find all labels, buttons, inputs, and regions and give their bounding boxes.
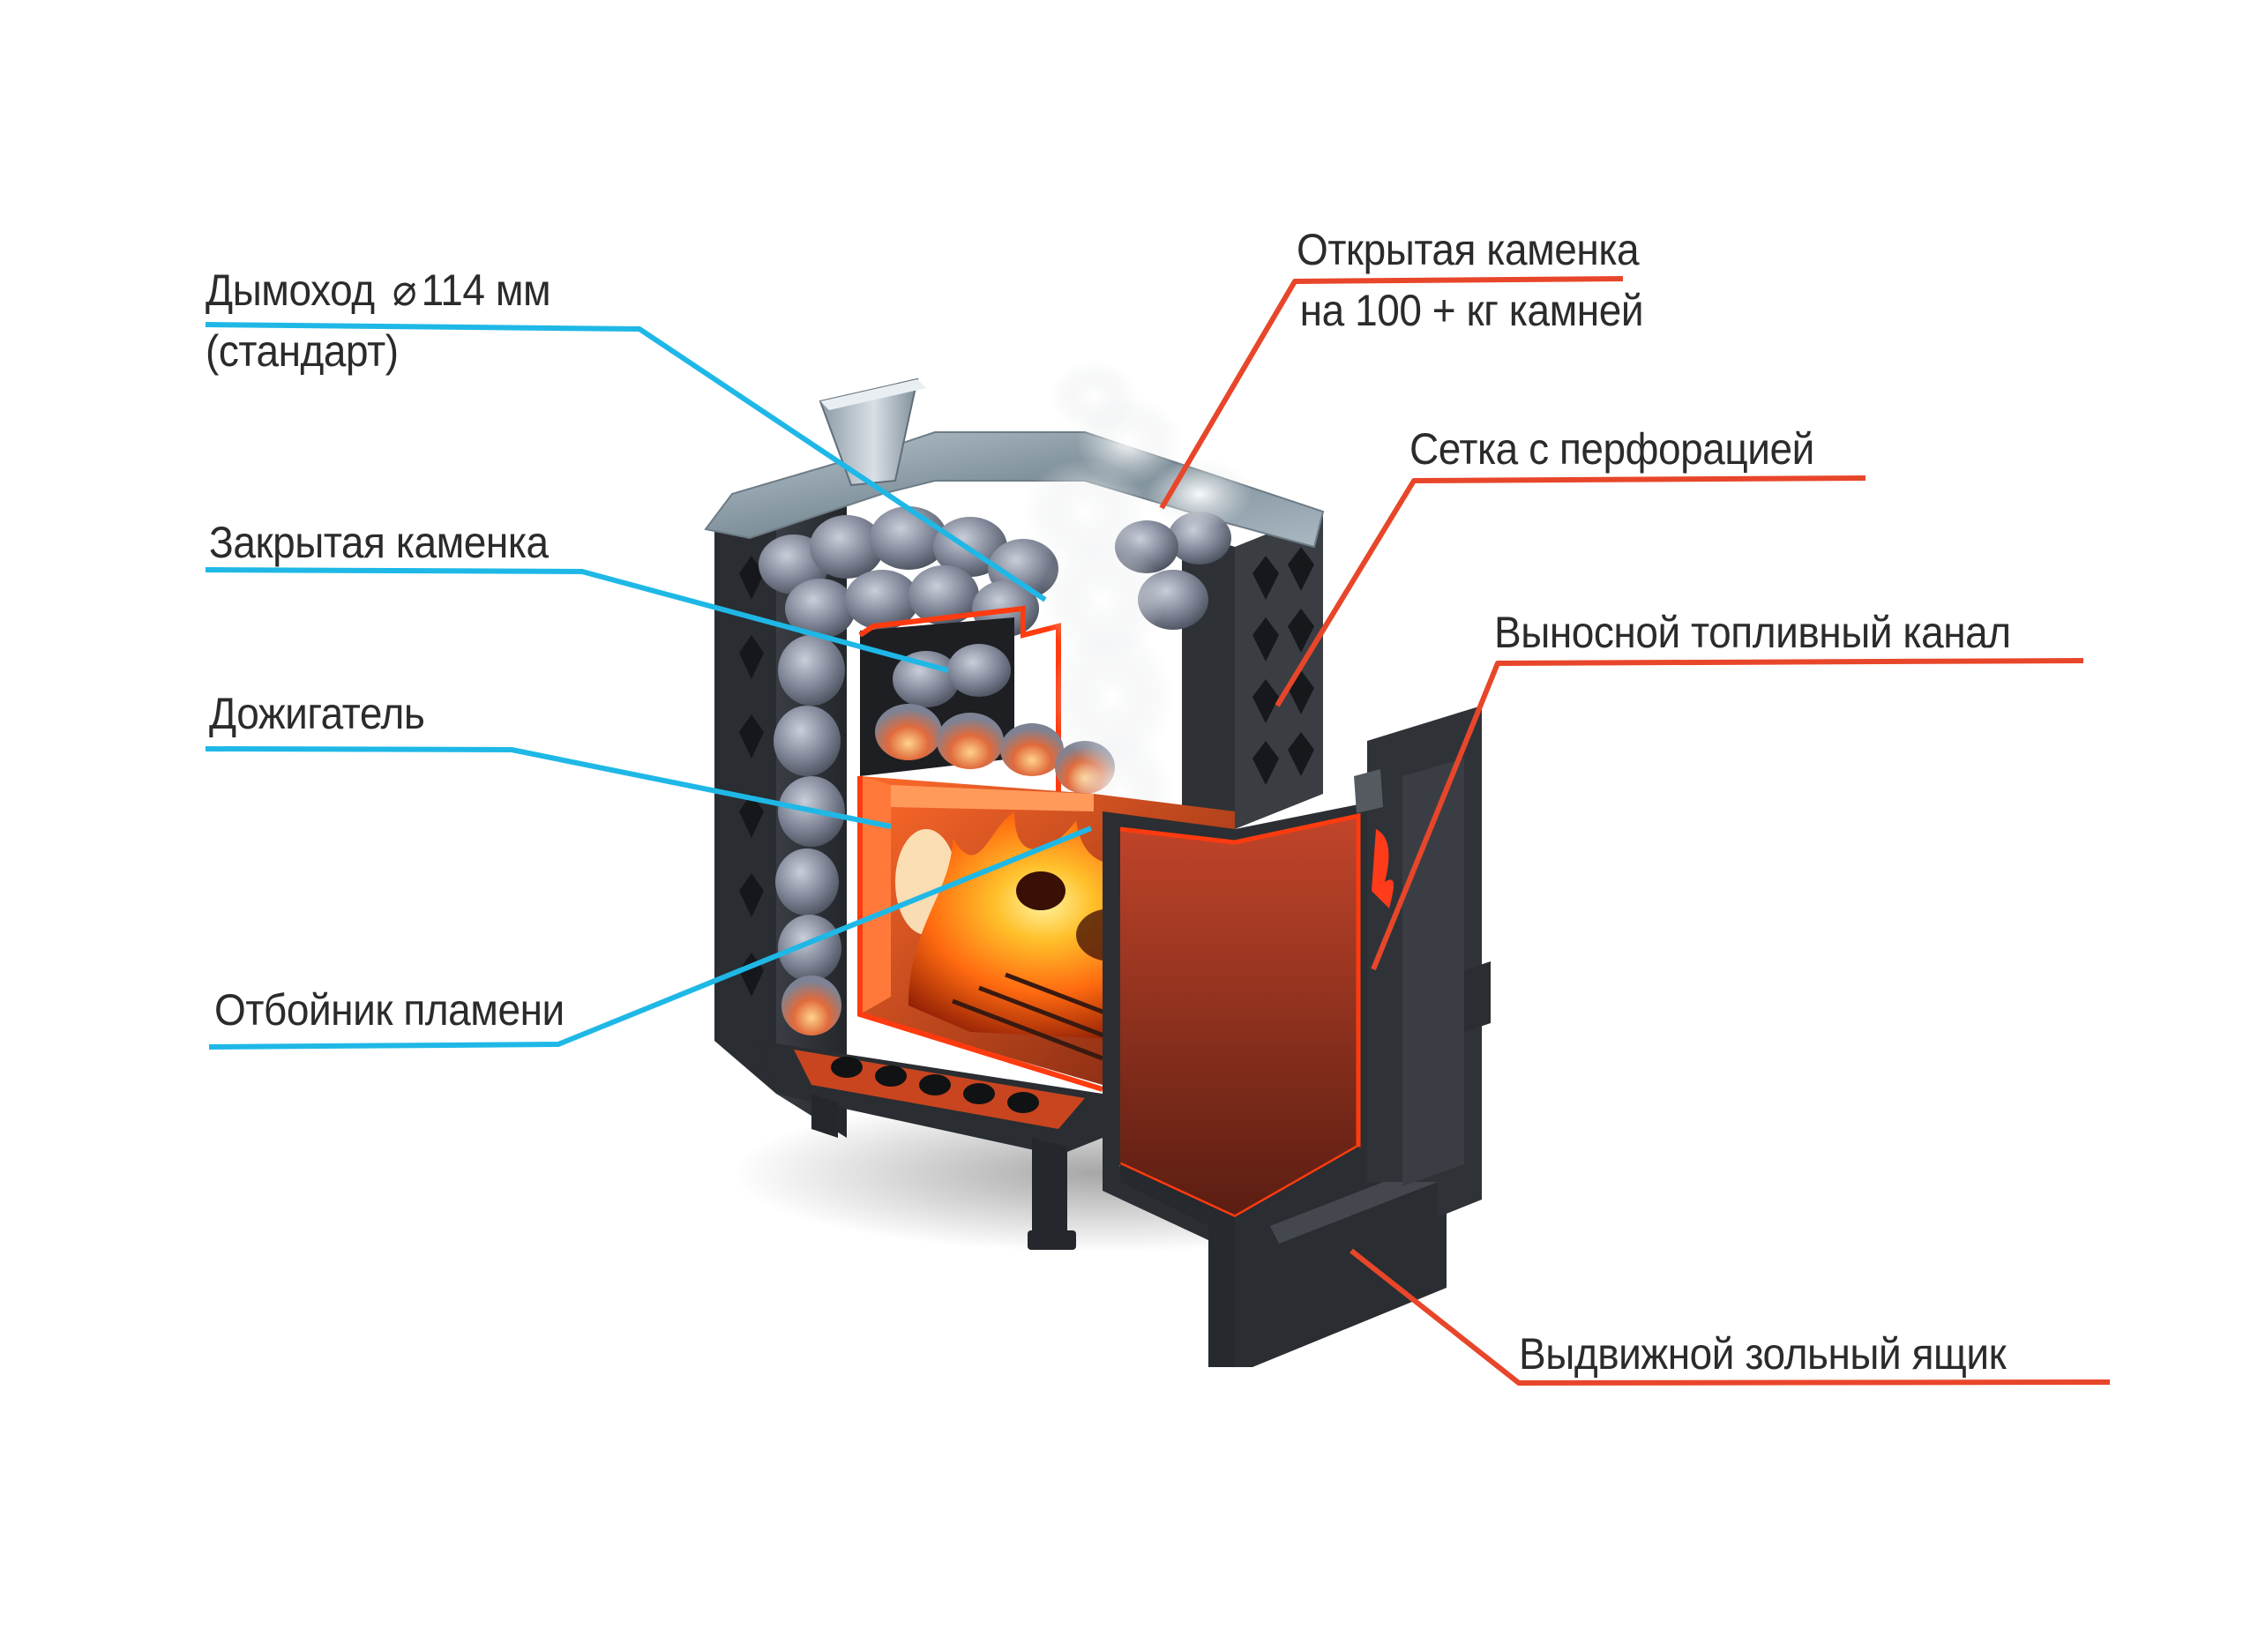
label-perforated-mesh: Сетка с перфорацией: [1409, 425, 1814, 474]
leader-lines-left: [205, 322, 1093, 1050]
leader-open-heater: [1159, 276, 1624, 510]
leader-chimney: [205, 322, 1047, 602]
label-ash-drawer: Выдвижной зольный ящик: [1519, 1329, 2007, 1379]
feet: [811, 1094, 1076, 1250]
label-open-heater-line1: Открытая каменка: [1297, 225, 1640, 274]
leader-afterburner: [205, 746, 892, 829]
label-open-heater: Открытая каменка на 100 + кг камней: [1297, 225, 1644, 335]
chimney-pipe: [819, 377, 926, 487]
fuel-channel: [1103, 803, 1447, 1367]
label-chimney-name: Дымоход: [206, 265, 375, 315]
log: [1016, 871, 1065, 910]
label-flame-deflector-text: Отбойник пламени: [214, 985, 564, 1035]
label-afterburner: Дожигатель: [209, 689, 425, 738]
label-open-heater-line2: на 100 + кг камней: [1299, 286, 1644, 335]
brand-plate: [1354, 769, 1383, 813]
label-chimney: Дымоход ⌀114 мм (стандарт): [206, 265, 551, 376]
leader-flame-deflector: [208, 826, 1093, 1050]
label-fuel-channel: Выносной топливный канал: [1494, 609, 2011, 657]
perforated-mesh-panel: [1182, 512, 1323, 847]
steam-plume: [1023, 362, 1252, 856]
label-perforated-mesh-text: Сетка с перфорацией: [1409, 424, 1814, 474]
leader-perforated-mesh: [1275, 475, 1866, 707]
label-chimney-size: 114 мм: [421, 265, 551, 315]
label-fuel-channel-text: Выносной топливный канал: [1494, 608, 2011, 657]
diameter-symbol: ⌀: [392, 265, 417, 315]
stones-left-column: [774, 635, 845, 1035]
ash-base: [759, 1041, 1103, 1155]
label-closed-heater-text: Закрытая каменка: [209, 518, 549, 567]
perforation-left: [739, 556, 764, 997]
fuel-door: [1354, 706, 1491, 1217]
label-closed-heater: Закрытая каменка: [209, 519, 549, 567]
label-chimney-line1: Дымоход ⌀114 мм: [206, 265, 551, 315]
leader-ash-drawer: [1350, 1248, 2111, 1386]
label-chimney-line2: (стандарт): [206, 326, 399, 376]
flame-emblem: [1372, 829, 1394, 908]
leader-lines-right: [1159, 276, 2111, 1386]
leader-fuel-channel: [1371, 658, 2084, 971]
label-afterburner-text: Дожигатель: [209, 689, 425, 738]
label-ash-drawer-text: Выдвижной зольный ящик: [1519, 1329, 2007, 1379]
leader-closed-heater: [205, 567, 949, 673]
label-flame-deflector: Отбойник пламени: [214, 986, 564, 1035]
